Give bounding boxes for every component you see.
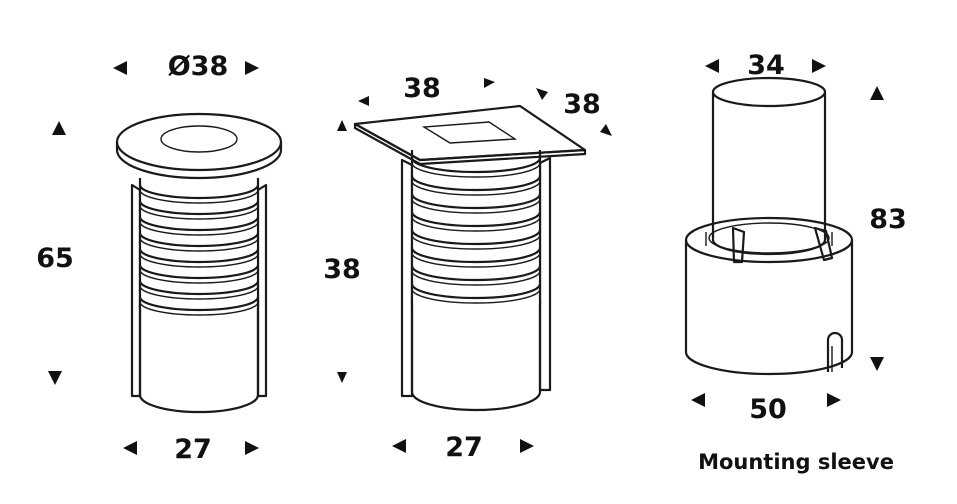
label-sleeve-top: 34 [747, 50, 785, 81]
caption-mounting-sleeve: Mounting sleeve [698, 450, 894, 474]
rib-line [411, 198, 541, 214]
label-height-38: 38 [323, 254, 361, 285]
rib-line [139, 205, 259, 220]
arrow-down [337, 372, 347, 383]
rib-lines [410, 157, 542, 304]
dimension-top-diameter: Ø38 [113, 51, 259, 82]
rib-line [138, 200, 260, 216]
rib-line [410, 229, 542, 246]
arrow-right [520, 439, 534, 453]
dimension-bottom-27-a: 27 [123, 434, 259, 465]
arrow-right [484, 78, 495, 88]
rib-line [138, 184, 260, 200]
arrow-down [48, 371, 62, 385]
rib-line [138, 296, 260, 312]
label-bottom-27-b: 27 [445, 432, 483, 463]
rib-line [411, 162, 541, 178]
rib-line [138, 232, 260, 248]
label-sleeve-bottom: 50 [749, 394, 787, 425]
rib-line [138, 248, 260, 264]
rib-line [139, 285, 259, 300]
dimension-square-depth: 38 [536, 88, 612, 136]
arrow-right [245, 441, 259, 455]
rib-line [411, 252, 541, 268]
dimension-square-width: 38 [358, 73, 495, 106]
rib-line [410, 283, 542, 300]
rib-line [411, 288, 541, 304]
arrow-up [870, 86, 884, 100]
arrow-right [245, 61, 259, 75]
label-sleeve-height: 83 [869, 204, 907, 235]
rib-line [139, 253, 259, 268]
label-height-65: 65 [36, 243, 74, 274]
arrow-left [358, 96, 369, 106]
label-bottom-27-a: 27 [174, 434, 212, 465]
rib-line [410, 211, 542, 228]
rib-line [139, 189, 259, 204]
arrow-left [392, 439, 406, 453]
arrow-down [870, 357, 884, 371]
arrow-left [691, 393, 705, 407]
rib-line [139, 269, 259, 284]
arrow-up [337, 120, 347, 131]
square-lamp-drawing [353, 104, 587, 412]
dimension-sleeve-height: 83 [869, 86, 907, 371]
rib-line [410, 247, 542, 264]
label-square-width: 38 [403, 73, 441, 104]
rib-line [410, 175, 542, 192]
rib-line [139, 301, 259, 316]
dimension-sleeve-bottom: 50 [691, 393, 841, 425]
rib-line [411, 234, 541, 250]
arrow-left [705, 59, 719, 73]
dimension-bottom-27-b: 27 [392, 432, 534, 463]
rib-lines [138, 184, 260, 316]
arrow-up [52, 121, 66, 135]
rib-line [410, 265, 542, 282]
rib-line [139, 237, 259, 252]
rib-line [410, 193, 542, 210]
rib-line [138, 216, 260, 232]
arrow-left [113, 61, 127, 75]
mounting-sleeve-drawing [684, 76, 854, 376]
rib-line [138, 280, 260, 296]
arrow-right [827, 393, 841, 407]
arrow-left [123, 441, 137, 455]
dimension-height-38: 38 [323, 120, 361, 383]
arrow-right [812, 59, 826, 73]
rib-line [138, 264, 260, 280]
arrow-upper [536, 88, 548, 100]
label-top-diameter: Ø38 [168, 51, 229, 82]
dimension-sleeve-top: 34 [705, 50, 826, 81]
dimension-height-65: 65 [36, 121, 74, 385]
rib-line [411, 180, 541, 196]
rib-line [411, 216, 541, 232]
rib-line [139, 221, 259, 236]
arrow-lower [600, 124, 612, 136]
round-lamp-drawing [115, 112, 283, 414]
rib-line [411, 270, 541, 286]
label-square-depth: 38 [563, 89, 601, 120]
